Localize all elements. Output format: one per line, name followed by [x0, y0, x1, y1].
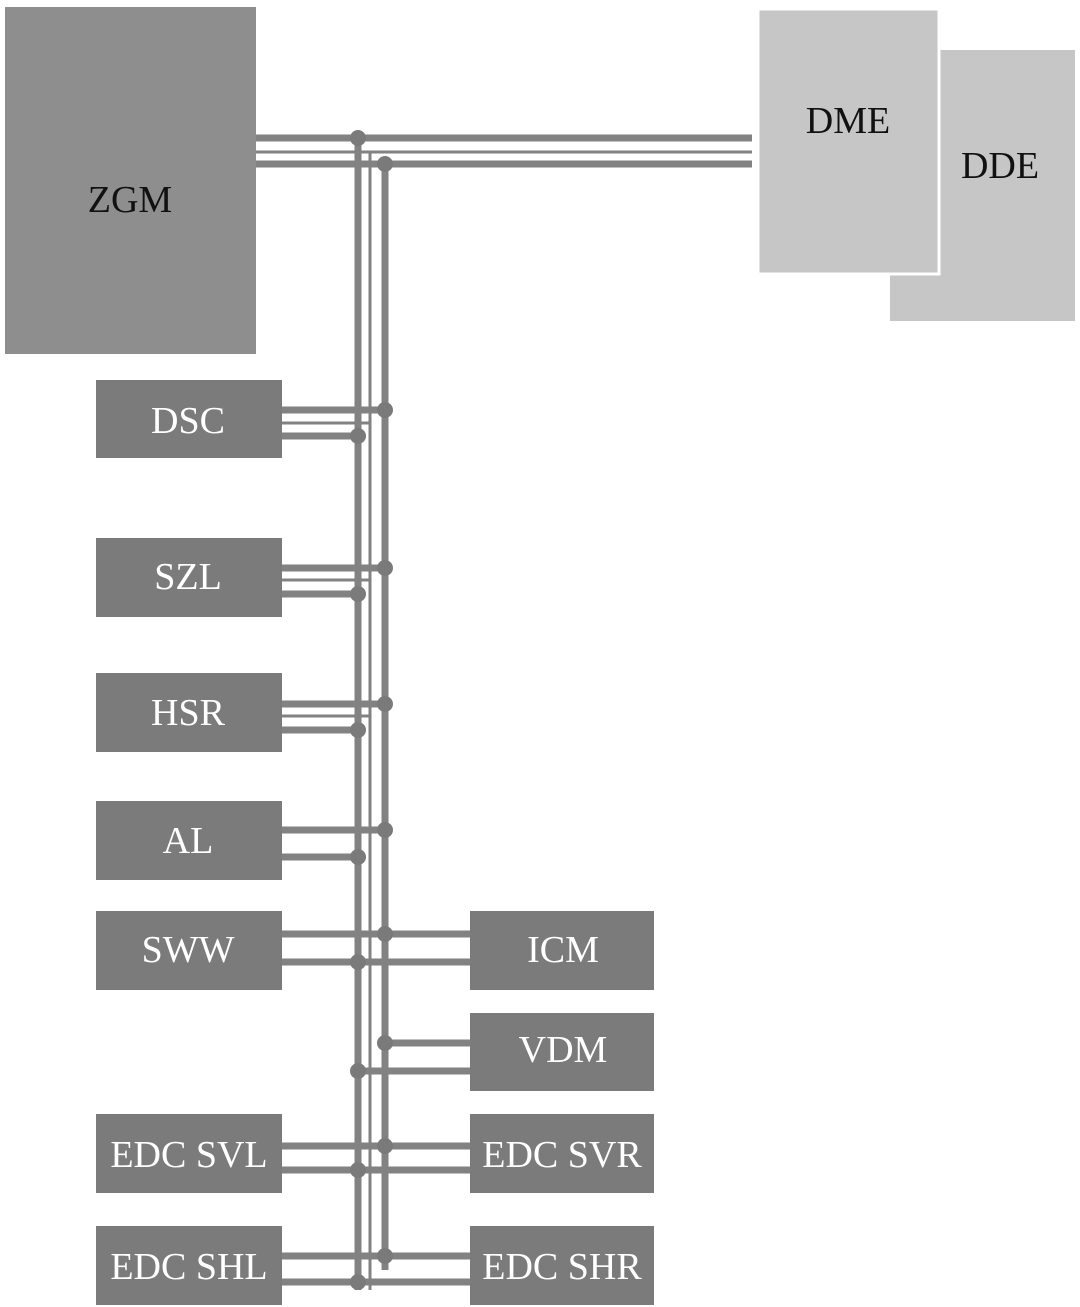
module-dsc: DSC — [96, 380, 282, 458]
module-edc-shr: EDC SHR — [470, 1226, 654, 1305]
module-edc-svl: EDC SVL — [96, 1114, 282, 1193]
module-icm: ICM — [470, 911, 654, 990]
module-label: DSC — [151, 400, 225, 442]
module-label: EDC SVR — [482, 1134, 642, 1176]
module-label: VDM — [519, 1029, 608, 1071]
module-label: SZL — [154, 556, 222, 598]
bus-junction — [377, 156, 393, 172]
module-zgm: ZGM — [5, 7, 256, 354]
bus-junction — [377, 402, 393, 418]
module-szl: SZL — [96, 538, 282, 617]
bus-junction — [377, 822, 393, 838]
module-label: DME — [806, 100, 890, 142]
bus-junction — [350, 1274, 366, 1290]
module-label: DDE — [961, 145, 1039, 187]
module-label: ICM — [527, 929, 599, 971]
module-vdm: VDM — [470, 1013, 654, 1091]
module-label: EDC SHL — [110, 1246, 267, 1288]
bus-junction — [350, 1063, 366, 1079]
bus-junction — [350, 586, 366, 602]
module-edc-shl: EDC SHL — [96, 1226, 282, 1305]
bus-junction — [350, 130, 366, 146]
module-al: AL — [96, 801, 282, 880]
module-edc-svr: EDC SVR — [470, 1114, 654, 1193]
module-hsr: HSR — [96, 673, 282, 752]
module-label: AL — [163, 820, 214, 862]
bus-junction — [350, 954, 366, 970]
bus-junction — [350, 849, 366, 865]
bus-junction — [350, 428, 366, 444]
bus-junction — [377, 560, 393, 576]
module-label: EDC SHR — [482, 1246, 642, 1288]
bus-junction — [377, 1248, 393, 1264]
module-label: ZGM — [88, 179, 172, 221]
module-sww: SWW — [96, 911, 282, 990]
bus-junction — [350, 1162, 366, 1178]
bus-junction — [377, 1035, 393, 1051]
module-label: EDC SVL — [110, 1134, 267, 1176]
bus-lines — [256, 130, 752, 1290]
bus-junction — [377, 696, 393, 712]
bus-junction — [350, 722, 366, 738]
bus-junction — [377, 1138, 393, 1154]
bus-junction — [377, 926, 393, 942]
module-dme: DME — [756, 7, 941, 276]
module-label: HSR — [151, 692, 226, 734]
module-label: SWW — [142, 929, 235, 971]
